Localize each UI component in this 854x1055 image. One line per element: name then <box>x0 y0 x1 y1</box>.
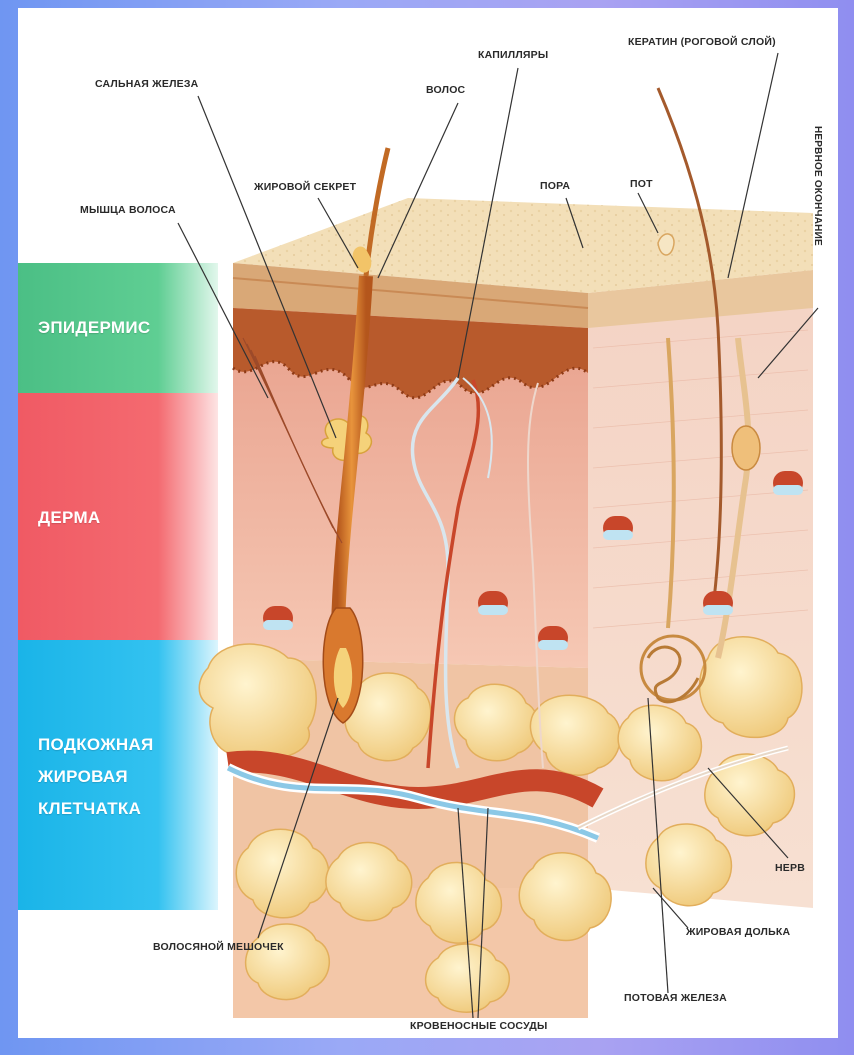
label-sweat-gland: ПОТОВАЯ ЖЕЛЕЗА <box>624 992 727 1004</box>
label-hair-follicle: ВОЛОСЯНОЙ МЕШОЧЕК <box>153 941 284 953</box>
label-capillaries: КАПИЛЛЯРЫ <box>478 49 548 61</box>
label-hair: ВОЛОС <box>426 84 465 96</box>
label-blood-vessels: КРОВЕНОСНЫЕ СОСУДЫ <box>410 1020 547 1032</box>
label-keratin: КЕРАТИН (РОГОВОЙ СЛОЙ) <box>628 36 776 48</box>
skin-cross-section-illustration <box>18 8 838 1038</box>
diagram-frame: ЭПИДЕРМИС ДЕРМА ПОДКОЖНАЯ ЖИРОВАЯ КЛЕТЧА… <box>18 8 838 1038</box>
label-sebaceous-gland: САЛЬНАЯ ЖЕЛЕЗА <box>95 78 198 90</box>
label-nerve: НЕРВ <box>775 862 805 874</box>
label-hair-muscle: МЫШЦА ВОЛОСА <box>80 204 176 216</box>
label-pore: ПОРА <box>540 180 570 192</box>
label-fat-lobule: ЖИРОВАЯ ДОЛЬКА <box>686 926 790 938</box>
label-nerve-ending: НЕРВНОЕ ОКОНЧАНИЕ <box>812 126 823 246</box>
label-fat-secretion: ЖИРОВОЙ СЕКРЕТ <box>254 181 356 193</box>
label-sweat: ПОТ <box>630 178 653 190</box>
